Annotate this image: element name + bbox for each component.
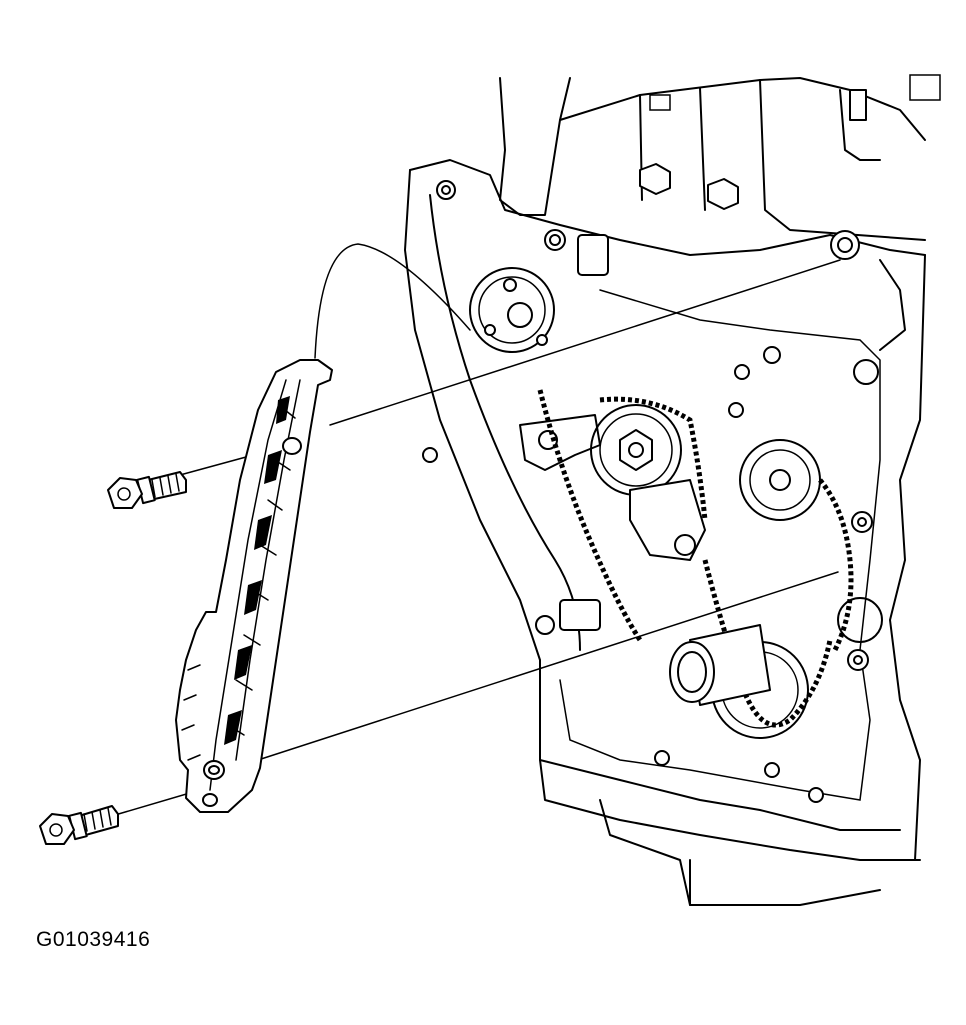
crankshaft-sprocket [559,599,809,739]
lower-guide-bolt [39,805,119,845]
upper-guide-bolt [107,471,187,509]
engine-block [404,74,941,906]
camshaft-sprocket [469,267,555,353]
figure-id-label: G01039416 [36,928,151,951]
chain-tensioner [519,404,706,561]
timing-chain-guide [175,359,333,813]
leader-lines [114,243,841,816]
timing-chain [537,389,883,728]
head-bolt [577,89,867,276]
